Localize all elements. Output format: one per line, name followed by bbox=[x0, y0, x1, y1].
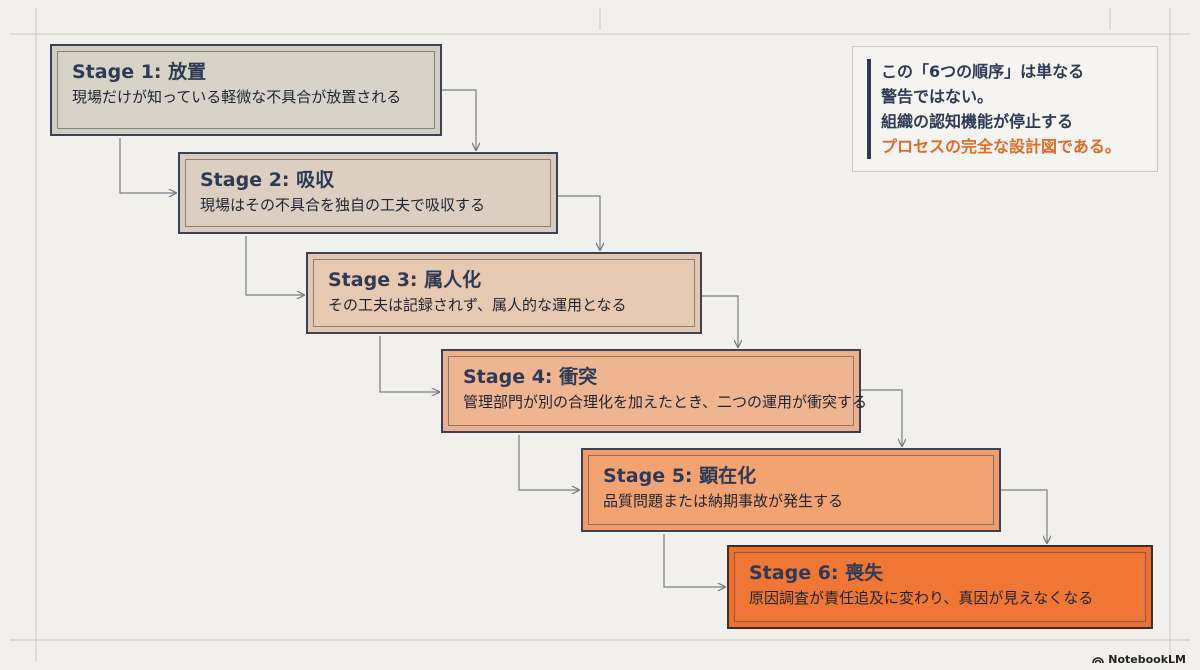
stage-2-description: 現場はその不具合を独自の工夫で吸収する bbox=[200, 196, 486, 214]
stage-2-title: Stage 2: 吸収 bbox=[200, 169, 335, 191]
stage-3-title: Stage 3: 属人化 bbox=[328, 269, 482, 291]
notebooklm-logo-icon bbox=[1092, 657, 1105, 664]
stage-4-box: Stage 4: 衝突 管理部門が別の合理化を加えたとき、二つの運用が衝突する bbox=[441, 349, 867, 433]
stage-6-description: 原因調査が責任追及に変わり、真因が見えなくなる bbox=[749, 589, 1094, 607]
note-accent-bar bbox=[867, 59, 871, 159]
stage-5-description: 品質問題または納期事故が発生する bbox=[603, 492, 844, 510]
stage-6-title: Stage 6: 喪失 bbox=[749, 562, 884, 584]
stage-1-title: Stage 1: 放置 bbox=[72, 61, 207, 83]
note-line-3: 組織の認知機能が停止する bbox=[881, 112, 1074, 131]
stage-2-box: Stage 2: 吸収 現場はその不具合を独自の工夫で吸収する bbox=[178, 152, 558, 234]
stage-6-box: Stage 6: 喪失 原因調査が責任追及に変わり、真因が見えなくなる bbox=[727, 545, 1153, 629]
notebooklm-watermark: NotebookLM bbox=[1092, 653, 1186, 666]
stage-4-description: 管理部門が別の合理化を加えたとき、二つの運用が衝突する bbox=[463, 393, 867, 411]
stage-5-box: Stage 5: 顕在化 品質問題または納期事故が発生する bbox=[581, 448, 1001, 532]
note-line-1: この「6つの順序」は単なる bbox=[881, 62, 1085, 81]
stage-1-box: Stage 1: 放置 現場だけが知っている軽微な不具合が放置される bbox=[50, 44, 442, 136]
brand-label: NotebookLM bbox=[1108, 653, 1186, 666]
summary-note-card: この「6つの順序」は単なる 警告ではない。 組織の認知機能が停止する プロセスの… bbox=[852, 46, 1158, 172]
stage-3-box: Stage 3: 属人化 その工夫は記録されず、属人的な運用となる bbox=[306, 252, 702, 334]
stage-3-description: その工夫は記録されず、属人的な運用となる bbox=[328, 296, 627, 314]
stage-4-title: Stage 4: 衝突 bbox=[463, 366, 598, 388]
note-line-2: 警告ではない。 bbox=[881, 87, 994, 106]
note-accent-line: プロセスの完全な設計図である。 bbox=[881, 137, 1121, 156]
stage-5-title: Stage 5: 顕在化 bbox=[603, 465, 757, 487]
note-text: この「6つの順序」は単なる 警告ではない。 組織の認知機能が停止する プロセスの… bbox=[881, 59, 1121, 159]
stage-1-description: 現場だけが知っている軽微な不具合が放置される bbox=[72, 88, 402, 106]
